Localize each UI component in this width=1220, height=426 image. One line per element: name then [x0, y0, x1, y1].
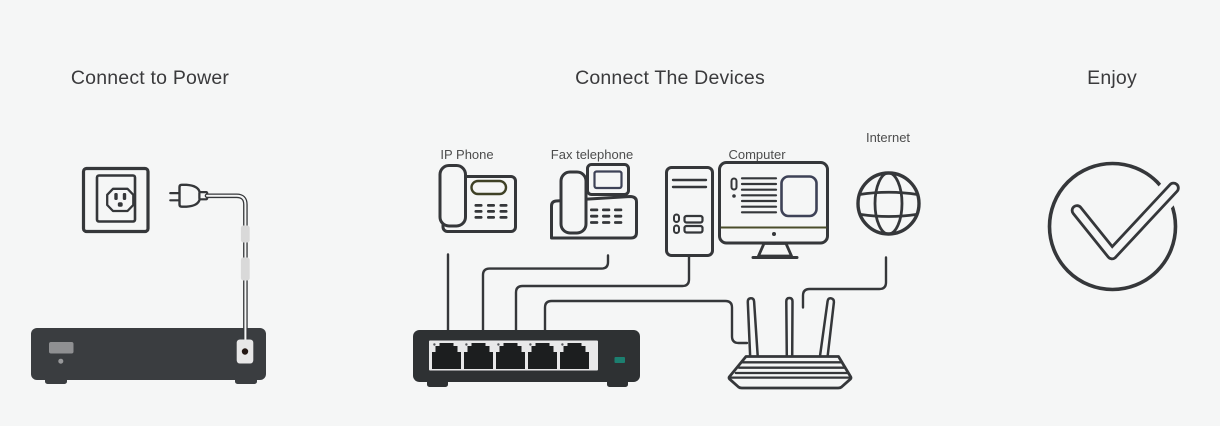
five-port-switch-icon	[413, 330, 640, 387]
wifi-router-icon	[727, 296, 853, 390]
cable-computer	[514, 254, 691, 333]
desktop-monitor-icon	[718, 161, 829, 259]
step-title-power: Connect to Power	[70, 67, 230, 89]
pc-tower-icon	[665, 166, 714, 257]
check-circle-icon	[1047, 161, 1186, 292]
monitor-stand	[757, 242, 793, 258]
power-led	[614, 357, 625, 363]
step-title-enjoy: Enjoy	[1087, 67, 1137, 89]
screen-window	[780, 175, 818, 218]
power-port	[236, 339, 254, 364]
label-computer: Computer	[728, 147, 786, 162]
wall-outlet-icon	[81, 166, 150, 234]
power-plug-icon	[169, 183, 209, 208]
cable-internet-router	[801, 256, 888, 309]
switch-rear-panel-icon	[31, 328, 266, 384]
router-antennas	[746, 296, 836, 359]
power-cable	[204, 193, 250, 344]
screen-text-lines	[740, 177, 778, 214]
cable-fax-telephone	[481, 254, 610, 333]
globe-icon	[856, 171, 921, 236]
rear-screw-dot	[58, 358, 64, 364]
router-body-stripes	[728, 361, 852, 379]
desk-phone-icon	[438, 164, 517, 233]
label-fax-telephone: Fax telephone	[550, 147, 634, 162]
fax-phone-icon	[550, 163, 638, 240]
rear-label-chip	[49, 342, 74, 354]
device-cables	[446, 253, 888, 345]
label-internet: Internet	[865, 130, 911, 145]
fax-keypad	[590, 208, 623, 224]
cable-switch-router	[543, 299, 749, 345]
label-ip-phone: IP Phone	[440, 147, 494, 162]
phone-display	[470, 179, 508, 196]
cable-bead	[240, 257, 250, 281]
phone-keypad	[474, 204, 508, 219]
step-title-devices: Connect The Devices	[575, 67, 765, 89]
rj45-ports	[432, 343, 589, 369]
fax-display	[593, 170, 623, 190]
port-leds	[433, 343, 564, 346]
cable-bead	[240, 225, 250, 243]
